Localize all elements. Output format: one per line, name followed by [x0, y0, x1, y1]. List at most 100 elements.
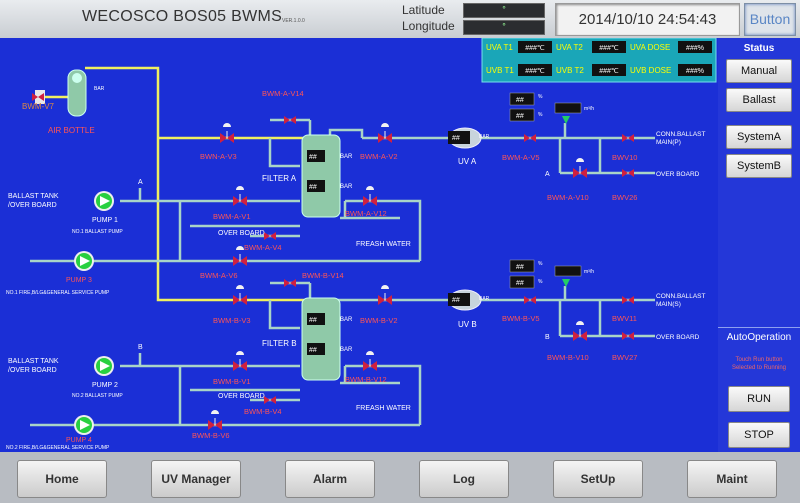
valve-bwm-a-v1[interactable]	[232, 185, 248, 207]
valve-bwm-b-v12[interactable]	[362, 350, 378, 372]
label-conn-ballast-s: CONN.BALLAST	[656, 293, 706, 300]
pump-2-icon[interactable]	[94, 356, 114, 376]
svg-text:##: ##	[516, 113, 524, 120]
uv-a-reactor: ##	[448, 127, 482, 149]
valve-bwm-a-v2[interactable]	[377, 122, 393, 144]
valve-bwm-a-v10[interactable]	[572, 157, 588, 179]
label-bwv27: BWV27	[612, 353, 637, 362]
filter-b-label: FILTER B	[262, 339, 297, 348]
filter-b-vessel: ## ##	[301, 297, 341, 381]
label-over-board-slash-b: /OVER BOARD	[8, 367, 57, 374]
pump-1-icon[interactable]	[94, 191, 114, 211]
label-bwm-b-v12: BWM-B-V12	[345, 375, 387, 384]
label-over-board-slash-a: /OVER BOARD	[8, 202, 57, 209]
header-bar: WECOSCO BOS05 BWMS VER.1.0.0 Latitude Lo…	[0, 0, 800, 38]
valve-bwm-b-v6[interactable]	[207, 409, 223, 431]
svg-text:##: ##	[452, 297, 460, 304]
label-over-board-a: OVER BOARD	[218, 230, 265, 237]
nav-maint-button[interactable]: Maint	[687, 460, 777, 498]
label-pump1: PUMP 1	[92, 217, 118, 224]
label-bwm-a-v2: BWM-A-V2	[360, 152, 398, 161]
valve-bwm-b-v4[interactable]	[264, 396, 276, 404]
nav-home-button[interactable]: Home	[17, 460, 107, 498]
valve-bwm-b-v3[interactable]	[232, 284, 248, 306]
valve-bwv27[interactable]	[622, 332, 634, 340]
uva-t1-value: ###℃	[525, 45, 545, 52]
header-button[interactable]: Button	[744, 3, 796, 36]
run-button[interactable]: RUN	[728, 386, 790, 412]
system-a-button[interactable]: SystemA	[726, 125, 792, 149]
label-line-b-left: B	[138, 344, 143, 351]
label-pump2-sub: NO.2 BALLAST PUMP	[72, 393, 123, 399]
label-pump1-sub: NO.1 BALLAST PUMP	[72, 229, 123, 235]
manual-button[interactable]: Manual	[726, 59, 792, 83]
label-bwm-a-v6: BWM-A-V6	[200, 271, 238, 280]
ballast-button[interactable]: Ballast	[726, 88, 792, 112]
bwm-v7-label: BWM-V7	[22, 102, 55, 111]
valve-bwm-b-v2[interactable]	[377, 284, 393, 306]
label-over-board-right-b: OVER BOARD	[656, 334, 700, 341]
label-ballast-tank-a: BALLAST TANK	[8, 193, 59, 200]
svg-text:##: ##	[516, 97, 524, 104]
nav-setup-button[interactable]: SetUp	[553, 460, 643, 498]
label-bwm-b-v1: BWM-B-V1	[213, 377, 251, 386]
label-pump4: PUMP 4	[66, 437, 92, 444]
label-fresh-water-b: FREASH WATER	[356, 405, 411, 412]
label-bwm-a-v1: BWM-A-V1	[213, 212, 251, 221]
uv-b-bar-label: BAR	[479, 296, 490, 302]
air-bottle-label: AIR BOTTLE	[48, 126, 95, 135]
valve-bwv26[interactable]	[622, 169, 634, 177]
label-bwm-b-v4: BWM-B-V4	[244, 407, 282, 416]
auto-operation-hint: Touch Run button Selected to Running	[731, 357, 787, 371]
system-b-button[interactable]: SystemB	[726, 154, 792, 178]
nav-uv-manager-button[interactable]: UV Manager	[151, 460, 241, 498]
valve-bwm-b-v14[interactable]	[284, 279, 296, 287]
bottom-nav: Home UV Manager Alarm Log SetUp Maint	[0, 452, 800, 503]
valve-bwm-b-v5[interactable]	[524, 296, 536, 304]
filter-a-label: FILTER A	[262, 174, 297, 183]
label-bwm-a-v12: BWM-A-V12	[345, 209, 387, 218]
label-bwm-a-v5: BWM-A-V5	[502, 153, 540, 162]
pump-4-icon[interactable]	[74, 415, 94, 435]
uvb-t1-value: ###℃	[525, 68, 545, 75]
valve-bwm-a-v4[interactable]	[264, 232, 276, 240]
label-pump4-sub: NO.2 FIRE,B/LG&GENERAL SERVICE PUMP	[6, 445, 110, 451]
valve-bwv11[interactable]	[622, 296, 634, 304]
piping-diagram: UVA T1 ###℃ UVA T2 ###℃ UVA DOSE ###% UV…	[6, 37, 717, 451]
svg-text:##: ##	[309, 317, 317, 324]
stop-button[interactable]: STOP	[728, 422, 790, 448]
datetime-display: 2014/10/10 24:54:43	[555, 3, 740, 36]
valve-bwn-a-v3[interactable]	[219, 122, 235, 144]
sensor-b-flow-unit: m³/h	[584, 269, 594, 275]
valve-bwv10[interactable]	[622, 134, 634, 142]
uv-b-reactor: ##	[448, 289, 482, 311]
valve-bwm-b-v1[interactable]	[232, 350, 248, 372]
label-bwm-a-v4: BWM-A-V4	[244, 243, 282, 252]
uva-t1-label: UVA T1	[486, 43, 513, 52]
label-bwm-b-v10: BWM-B-V10	[547, 353, 589, 362]
label-bwm-b-v6: BWM-B-V6	[192, 431, 230, 440]
label-bwn-a-v3: BWN-A-V3	[200, 152, 237, 161]
sensor-a-pct-1: %	[538, 94, 543, 100]
filter-b-bar-top: BAR	[340, 317, 353, 323]
label-pump3-sub: NO.1 FIRE,B/LG&GENERAL SERVICE PUMP	[6, 290, 110, 296]
uv-temperature-panel: UVA T1 ###℃ UVA T2 ###℃ UVA DOSE ###% UV…	[481, 37, 717, 83]
latitude-value: °	[463, 3, 545, 18]
svg-text:##: ##	[309, 154, 317, 161]
sensor-b-pct-2: %	[538, 279, 543, 285]
uvb-t1-label: UVB T1	[486, 66, 514, 75]
label-pump2: PUMP 2	[92, 382, 118, 389]
longitude-value: °	[463, 20, 545, 35]
valve-bwm-b-v10[interactable]	[572, 320, 588, 342]
pump-3-icon[interactable]	[74, 251, 94, 271]
longitude-label: Longitude	[402, 19, 455, 33]
svg-text:##: ##	[452, 135, 460, 142]
nav-log-button[interactable]: Log	[419, 460, 509, 498]
sensor-displays-b: ## ##	[509, 259, 582, 289]
valve-bwm-a-v12[interactable]	[362, 185, 378, 207]
valve-bwm-a-v14[interactable]	[284, 116, 296, 124]
valve-bwm-a-v5[interactable]	[524, 134, 536, 142]
nav-alarm-button[interactable]: Alarm	[285, 460, 375, 498]
uvb-t2-label: UVB T2	[556, 66, 584, 75]
filter-a-vessel: ## ##	[301, 134, 341, 218]
